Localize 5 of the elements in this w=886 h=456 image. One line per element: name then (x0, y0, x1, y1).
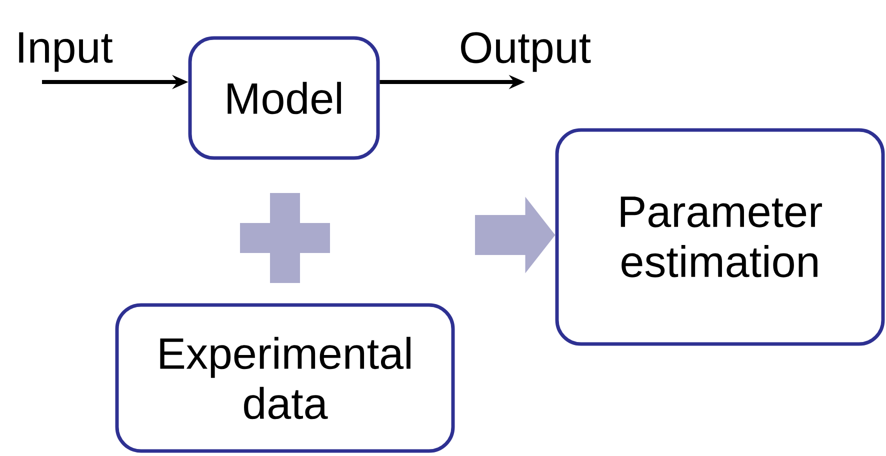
edge-label: Input (19, 32, 113, 72)
process-box: Experimental data (115, 303, 455, 453)
edge-label: Output (461, 32, 591, 72)
process-box: Model (188, 36, 380, 160)
process-box: Parameter estimation (555, 128, 885, 346)
